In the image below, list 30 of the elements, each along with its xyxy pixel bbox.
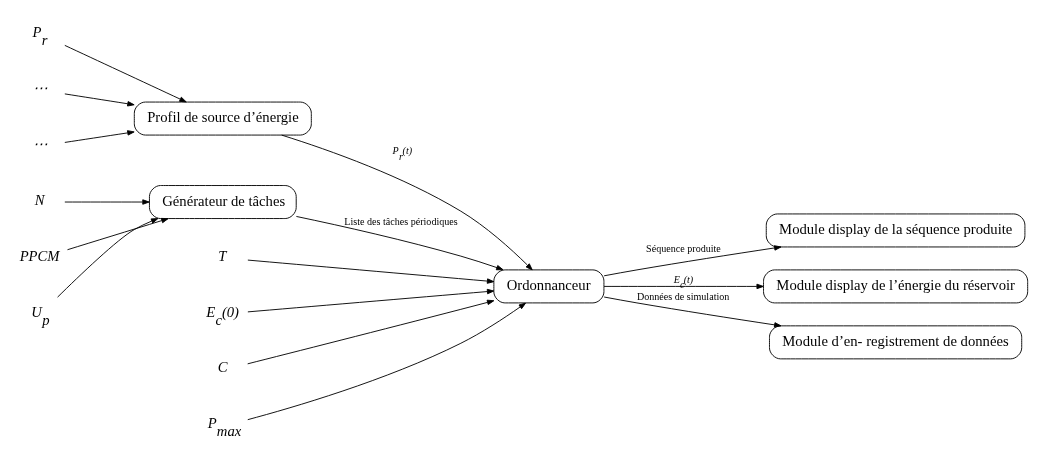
arrow [281, 134, 533, 270]
arrow [295, 215, 504, 270]
arrow [247, 302, 526, 420]
node-text: T [218, 247, 227, 264]
arrow [57, 217, 159, 298]
arrow [603, 244, 782, 276]
node-box: Ordonnanceur [493, 268, 605, 303]
edge-label: Séquence produite [646, 242, 721, 254]
node-box: Générateur de tâches [149, 184, 297, 219]
edge-label: Liste des tâches périodiques [344, 215, 458, 227]
node-text: N [34, 191, 45, 208]
arrow [247, 259, 495, 284]
node-box: Profil de source d’énergie [133, 101, 312, 136]
arrow [64, 92, 135, 106]
arrow [67, 217, 169, 250]
node-box: Module display de l’énergie du réservoir [763, 268, 1029, 303]
arrow [603, 296, 782, 328]
node-box: Module display de la séquence produite [765, 213, 1026, 247]
arrow [64, 44, 187, 102]
node-text: ⋯ [32, 135, 48, 152]
edge-label: Données de simulation [636, 290, 730, 302]
node-box: Module d’en- registrement de données [769, 324, 1023, 359]
arrow [64, 129, 135, 143]
node-text: PPCM [19, 247, 60, 264]
arrow [247, 299, 495, 364]
node-text: ⋯ [32, 79, 48, 96]
node-text: C [217, 358, 228, 375]
arrow [64, 198, 150, 205]
arrow [603, 283, 764, 289]
arrow [247, 288, 495, 312]
